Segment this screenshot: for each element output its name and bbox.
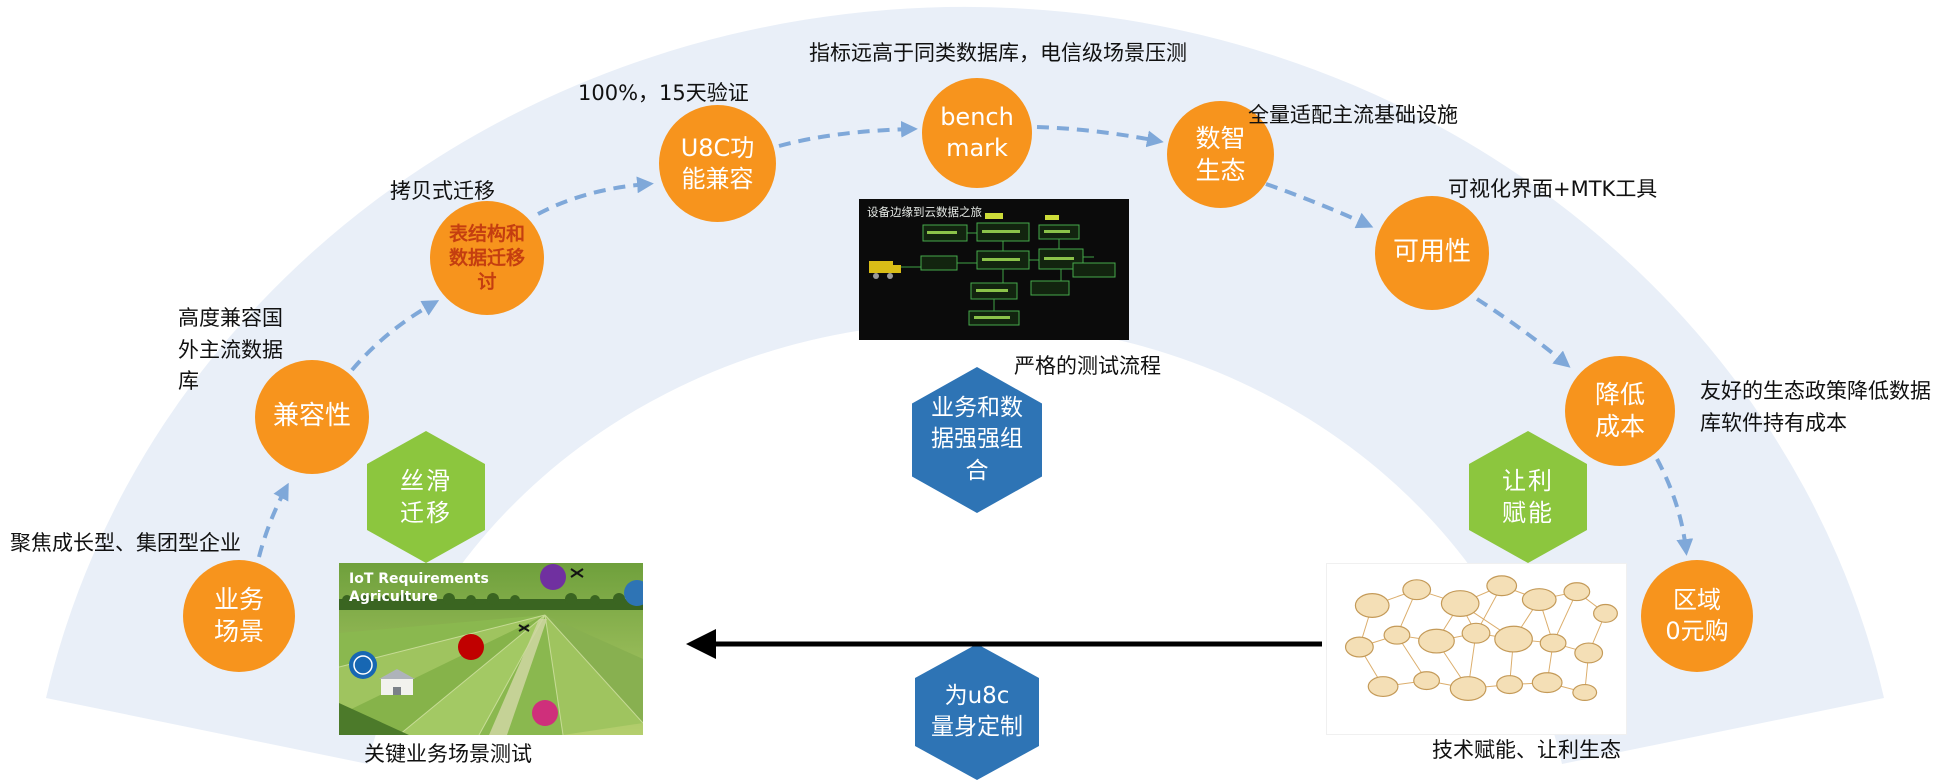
pink-marker-icon [532, 700, 558, 726]
milestone-label: U8C功 能兼容 [680, 133, 755, 193]
caption-agriculture: 关键业务场景测试 [364, 742, 532, 766]
milestone-business-scene: 业务 场景 [183, 560, 295, 672]
caption-tech-ecosystem: 技术赋能、让利生态 [1432, 738, 1621, 762]
hexagon-u8c-customized: 为u8c 量身定制 [915, 644, 1039, 780]
note-target-customers: 聚焦成长型、集团型企业 [10, 531, 241, 555]
purple-marker-icon [540, 564, 566, 590]
milestone-label: 兼容性 [272, 401, 351, 432]
milestone-digital-ecosystem: 数智 生态 [1167, 101, 1274, 208]
agriculture-illustration: IoT Requirements Agriculture [339, 563, 643, 735]
test-process-image: 设备边缘到云数据之旅 [859, 199, 1129, 340]
note-verification: 100%，15天验证 [578, 81, 749, 105]
truck-icon [869, 261, 901, 279]
architecture-boxes [920, 222, 1116, 326]
badge-icon [349, 651, 377, 679]
milestone-compatibility: 兼容性 [255, 360, 369, 474]
note-infrastructure: 全量适配主流基础设施 [1248, 103, 1458, 127]
hexagon-business-data-synergy: 业务和数 据强强组 合 [912, 367, 1042, 513]
ecosystem-network-diagram [1344, 575, 1618, 701]
note-benchmark: 指标远高于同类数据库，电信级场景压测 [809, 41, 1187, 65]
milestone-table-structure-migration: 表结构和 数据迁移 讨 [430, 201, 544, 315]
tech-ecosystem-image [1326, 563, 1627, 735]
milestone-cost-reduction: 降低 成本 [1565, 356, 1675, 466]
hexagon-label: 业务和数 据强强组 合 [931, 395, 1023, 484]
note-compatibility: 高度兼容国 外主流数据 库 [178, 306, 283, 393]
milestone-label: 降低 成本 [1594, 380, 1645, 441]
yellow-tags [985, 213, 1059, 220]
field-road [489, 619, 547, 735]
agriculture-title-line1: IoT Requirements [349, 571, 489, 587]
hexagon-label: 让利 赋能 [1502, 466, 1554, 527]
milestone-label: 区域 0元购 [1665, 586, 1729, 645]
iot-architecture-diagram: 设备边缘到云数据之旅 [859, 199, 1129, 340]
drone-icon [570, 568, 584, 578]
tree-line [339, 593, 643, 610]
milestone-label: bench mark [940, 103, 1014, 162]
agriculture-scenario-image: IoT Requirements Agriculture [339, 563, 643, 735]
caption-test-process: 严格的测试流程 [1014, 354, 1161, 378]
drone-icon [518, 624, 530, 632]
milestone-label: 表结构和 数据迁移 讨 [448, 222, 525, 294]
milestone-label: 可用性 [1392, 237, 1471, 268]
dashed-arrow [537, 176, 654, 216]
hexagon-label: 为u8c 量身定制 [931, 682, 1023, 740]
milestone-u8c-function-compat: U8C功 能兼容 [659, 105, 776, 222]
note-ecosystem-policy: 友好的生态政策降低数据 库软件持有成本 [1700, 379, 1931, 435]
milestone-zero-yuan-region: 区域 0元购 [1641, 560, 1753, 672]
note-visual-tools: 可视化界面+MTK工具 [1448, 177, 1658, 201]
milestone-label: 业务 场景 [213, 585, 264, 646]
milestone-availability: 可用性 [1375, 196, 1489, 310]
box-text-bars [927, 230, 1074, 319]
milestone-benchmark: bench mark [922, 78, 1032, 188]
dashed-arrow [257, 482, 289, 558]
note-copy-migration: 拷贝式迁移 [390, 179, 495, 203]
dashed-arrow [1265, 182, 1374, 229]
network-nodes [1344, 575, 1618, 701]
red-marker-icon [458, 634, 484, 660]
dashed-arrow [350, 300, 440, 372]
dashed-arrow [778, 120, 918, 148]
dashed-arrow [1475, 297, 1571, 368]
blue-marker-icon [624, 580, 643, 606]
farm-building-icon [379, 669, 415, 695]
grass-corner [339, 703, 409, 735]
dashed-arrow [1655, 458, 1694, 556]
agriculture-title-line2: Agriculture [349, 589, 438, 605]
milestone-label: 数智 生态 [1195, 123, 1246, 185]
iot-journey-title: 设备边缘到云数据之旅 [867, 205, 982, 219]
hexagon-label: 丝滑 迁移 [400, 466, 452, 527]
dashed-arrow [1036, 125, 1164, 148]
